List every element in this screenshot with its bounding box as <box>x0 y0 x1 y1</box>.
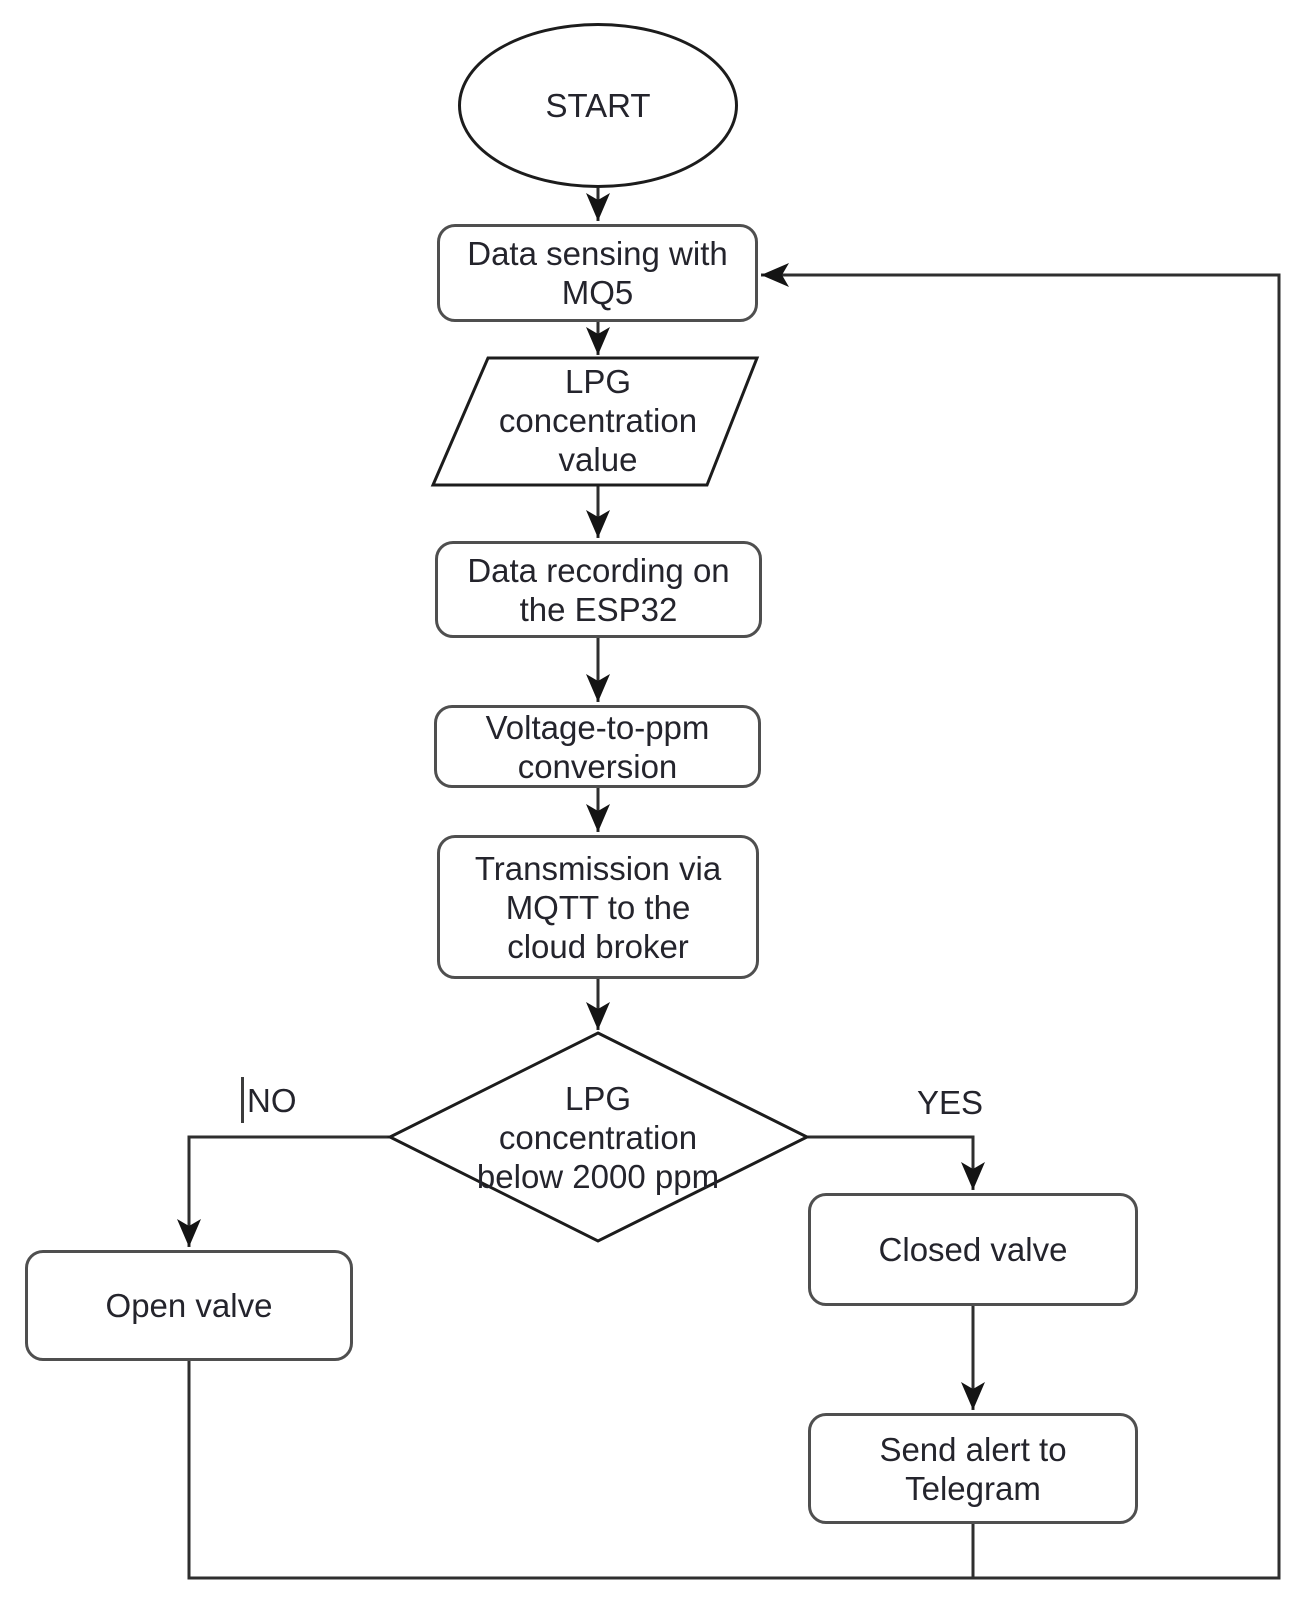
branch-label-yes: YES <box>917 1084 984 1121</box>
node-mqtt-transmission: Transmission via MQTT to the cloud broke… <box>437 835 759 979</box>
node-closed-valve-label: Closed valve <box>878 1231 1068 1268</box>
node-data-recording-label: Data recording on the ESP32 <box>467 551 730 628</box>
edge-loop-back-to-sense <box>187 263 1281 1580</box>
node-send-alert-label: Send alert to Telegram <box>879 1430 1067 1507</box>
node-send-alert: Send alert to Telegram <box>808 1413 1138 1524</box>
node-start: START <box>458 23 738 188</box>
node-data-sensing-label: Data sensing with MQ5 <box>467 235 728 311</box>
edge-decision-no-to-open-valve <box>177 1135 390 1247</box>
node-start-label: START <box>545 87 651 124</box>
node-closed-valve: Closed valve <box>808 1193 1138 1306</box>
node-voltage-conversion: Voltage-to-ppm conversion <box>434 705 761 788</box>
edge-decision-yes-to-closed-valve <box>807 1135 985 1190</box>
branch-label-no: NO <box>247 1082 297 1119</box>
lpg-value-parallelogram-shape <box>430 356 760 487</box>
node-mqtt-transmission-label: Transmission via MQTT to the cloud broke… <box>474 849 722 965</box>
decision-diamond-shape <box>386 1031 811 1243</box>
node-decision-label-box: LPG concentration below 2000 ppm <box>448 1079 748 1196</box>
text-cursor-artifact <box>241 1077 244 1123</box>
node-open-valve: Open valve <box>25 1250 353 1361</box>
node-lpg-value-label-box: LPG concentration value <box>453 363 743 478</box>
node-data-recording: Data recording on the ESP32 <box>435 541 762 638</box>
node-voltage-conversion-label: Voltage-to-ppm conversion <box>485 708 710 785</box>
node-decision-label: LPG concentration below 2000 ppm <box>476 1080 720 1195</box>
node-lpg-value-label: LPG concentration value <box>498 363 698 478</box>
node-open-valve-label: Open valve <box>105 1287 273 1324</box>
node-data-sensing: Data sensing with MQ5 <box>437 224 758 322</box>
